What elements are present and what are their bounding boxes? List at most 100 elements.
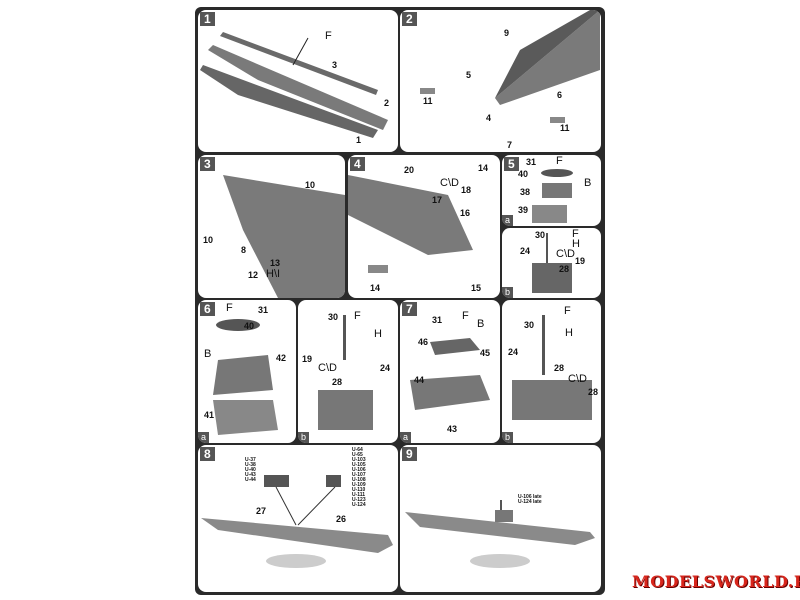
submarine-side-drawing	[201, 475, 393, 568]
step-4-panel: 4 20 C\D 18 14 17 16 14 15	[348, 155, 500, 298]
part-label: 41	[204, 410, 215, 420]
step-2-panel: 2 9 5 11 6 11 4 7	[400, 10, 601, 152]
tower-drawing	[410, 338, 490, 410]
part-label: B	[477, 318, 485, 330]
part-label: H	[374, 328, 382, 340]
step-3-panel: 3 10 10 8 13 12 H\I	[198, 155, 345, 298]
part-label: 14	[478, 163, 489, 173]
part-label: 30	[535, 230, 546, 240]
hull-halves-drawing	[200, 32, 388, 138]
step-number: 5	[504, 157, 519, 171]
sub-step: a	[502, 215, 514, 226]
part-label: 31	[258, 305, 269, 315]
part-label: F	[572, 228, 579, 240]
part-label: F	[462, 310, 469, 322]
part-label: 31	[526, 157, 537, 167]
step-1-panel: 1 F 3 2 1	[198, 10, 398, 152]
part-label: 40	[518, 169, 529, 179]
step-number: 7	[402, 302, 417, 316]
part-label: 10	[305, 180, 316, 190]
part-label: 31	[432, 315, 443, 325]
part-label: 16	[460, 208, 471, 218]
part-label: H	[572, 238, 580, 250]
sub-step: b	[502, 432, 514, 443]
step-number: 9	[402, 447, 417, 461]
part-label: F	[325, 30, 332, 42]
part-label: 44	[414, 375, 425, 385]
part-label: 28	[588, 387, 599, 397]
part-label: 24	[508, 347, 519, 357]
deck-drawing	[348, 175, 473, 273]
step-number: 2	[402, 12, 417, 26]
part-label: 42	[276, 353, 287, 363]
part-label: 27	[256, 506, 267, 516]
step-number: 4	[350, 157, 365, 171]
tower-drawing	[532, 233, 572, 293]
part-label: C\D	[568, 373, 587, 385]
part-label: 3	[332, 60, 338, 70]
step-5b-panel: b 30 F H C\D 24 19 28	[502, 228, 601, 298]
part-label: 19	[575, 256, 586, 266]
step-7b-panel: b 30 F H 24 28 C\D 28	[502, 300, 601, 443]
part-label: 11	[423, 96, 433, 106]
sub-step: b	[502, 287, 514, 298]
part-label: 7	[507, 140, 513, 150]
part-label: F	[564, 305, 571, 317]
part-label: 9	[504, 28, 510, 38]
part-label: H	[565, 327, 573, 339]
part-label: F	[226, 302, 233, 314]
step-6b-panel: b 30 F H 19 C\D 28 24	[298, 300, 398, 443]
step-number: 3	[200, 157, 215, 171]
submarine-completed-drawing	[405, 500, 595, 568]
part-label: 12	[248, 270, 259, 280]
step-6a-panel: 6 a F 31 40 B 42 41	[198, 300, 296, 443]
part-label: 10	[203, 235, 214, 245]
stern-drawing	[223, 175, 345, 298]
part-label: H\I	[266, 268, 281, 280]
step-5a-panel: 5 a 31 F 40 B 38 39	[502, 155, 601, 226]
part-label: 24	[380, 363, 391, 373]
part-label: 6	[557, 90, 563, 100]
part-label: B	[584, 177, 592, 189]
tower-drawing	[213, 319, 278, 435]
part-label: 1	[356, 135, 362, 145]
step-7a-panel: 7 a 31 F B 46 45 44 43	[400, 300, 500, 443]
tower-drawing	[512, 315, 592, 420]
step-number: 6	[200, 302, 215, 316]
part-label: C\D	[440, 177, 459, 189]
part-label: 20	[404, 165, 415, 175]
part-label: 28	[559, 264, 570, 274]
part-label: 17	[432, 195, 443, 205]
part-label: 5	[466, 70, 472, 80]
part-label: 4	[486, 113, 492, 123]
part-label: 13	[270, 258, 281, 268]
part-label: 26	[336, 514, 347, 524]
sub-step: a	[400, 432, 412, 443]
part-label: 19	[302, 354, 313, 364]
step-number: 1	[200, 12, 215, 26]
part-label: 18	[461, 185, 472, 195]
part-label: 40	[244, 321, 255, 331]
sub-step: b	[298, 432, 310, 443]
part-label: 46	[418, 337, 429, 347]
part-label: C\D	[318, 362, 337, 374]
part-label: 11	[560, 123, 570, 133]
part-label: 24	[520, 246, 531, 256]
part-label: 39	[518, 205, 529, 215]
part-label: 28	[554, 363, 565, 373]
watermark: MODELSWORLD.RU	[632, 572, 800, 591]
part-label: 8	[241, 245, 247, 255]
step-number: 8	[200, 447, 215, 461]
bow-drawing	[420, 10, 600, 123]
sub-step: a	[198, 432, 210, 443]
part-label: C\D	[556, 248, 575, 260]
part-label: 2	[384, 98, 390, 108]
part-label: 30	[328, 312, 339, 322]
tower-drawing	[532, 169, 573, 223]
part-label: 28	[332, 377, 343, 387]
